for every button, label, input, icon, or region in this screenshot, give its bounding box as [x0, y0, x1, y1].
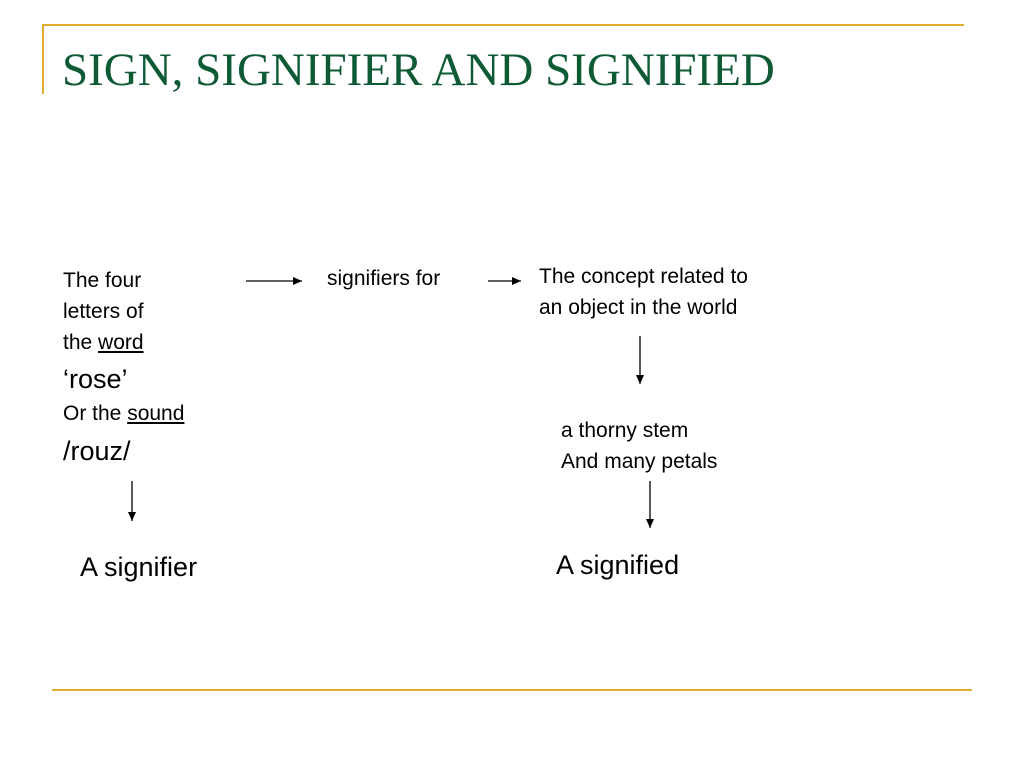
concept-line-2: an object in the world — [539, 296, 738, 319]
left-rule — [42, 24, 44, 94]
word-underlined: word — [98, 331, 144, 354]
signified-result: A signified — [556, 550, 680, 580]
rose-word: ‘rose’ — [63, 364, 128, 394]
concept-line-1: The concept related to — [539, 265, 748, 288]
signifier-line-5-prefix: Or the — [63, 402, 128, 425]
signifier-result: A signifier — [80, 552, 198, 582]
signifier-line-3: the word — [63, 327, 144, 358]
signifier-line-3-prefix: the — [63, 331, 99, 354]
signifier-line-5: Or the sound — [63, 398, 184, 429]
bottom-rule — [52, 689, 972, 691]
rose-sound: /rouz/ — [63, 436, 131, 466]
signifier-line-1: The four — [63, 269, 142, 292]
signifier-line-2: letters of — [63, 300, 144, 323]
object-line-1: a thorny stem — [561, 419, 689, 442]
object-line-2: And many petals — [561, 450, 718, 473]
sound-underlined: sound — [127, 402, 185, 425]
slide-title: SIGN, SIGNIFIER AND SIGNIFIED — [62, 44, 775, 96]
relation-label: signifiers for — [327, 267, 441, 290]
top-rule — [42, 24, 964, 26]
